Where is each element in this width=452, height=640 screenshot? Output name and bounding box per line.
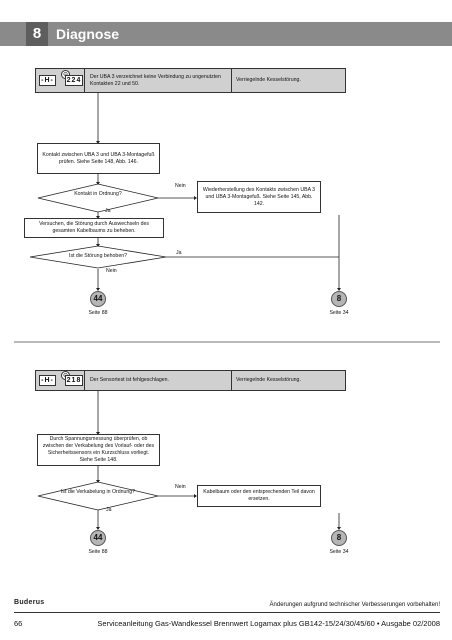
document-title: Serviceanleitung Gas-Wandkessel Brennwer… — [97, 619, 440, 628]
brand-logo: Buderus — [14, 599, 45, 606]
page-ref-label: Seite 88 — [88, 310, 108, 316]
branch-yes-label: Ja — [105, 208, 111, 214]
footer-divider — [14, 612, 440, 613]
decision-fixed-label: Ist die Störung behoben? — [69, 253, 127, 259]
display-code-right: 218 — [65, 375, 83, 386]
branch-no-label: Nein — [175, 183, 186, 189]
page-ref-circle[interactable]: 8 — [331, 530, 347, 546]
error-result: Verriegelnde Kesselstörung. — [236, 77, 301, 83]
error-description: Der Sensortest ist fehlgeschlagen. — [90, 377, 170, 383]
decision-diamond-wiring — [37, 481, 159, 511]
decision-contact-label: Kontakt in Ordnung? — [74, 191, 122, 197]
page-ref-circle[interactable]: 44 — [90, 530, 106, 546]
footer-note: Änderungen aufgrund technischer Verbesse… — [269, 602, 440, 608]
step-restore-contact: Wiederherstellung des Kontakts zwischen … — [197, 181, 321, 213]
error-description: Der UBA 3 verzeichnet keine Verbindung z… — [90, 73, 221, 87]
error-result: Verriegelnde Kesselstörung. — [236, 377, 301, 383]
chapter-title: Diagnose — [56, 26, 120, 42]
decision-diamond-fixed — [29, 245, 167, 269]
decision-wiring-label: Ist die Verkabelung in Ordnung? — [60, 489, 136, 495]
error-code-strip-1: -H- ⊖ 224 Der UBA 3 verzeichnet keine Ve… — [35, 68, 346, 93]
branch-yes-label: Ja — [176, 250, 182, 256]
display-code-right: 224 — [65, 75, 83, 86]
step-voltage-check: Durch Spannungsmessung überprüfen, ob zw… — [37, 434, 160, 466]
display-code-left: -H- — [39, 75, 56, 86]
branch-no-label: Nein — [175, 484, 186, 490]
branch-yes-label: Ja — [106, 507, 112, 513]
display-code-left: -H- — [39, 375, 56, 386]
error-code-strip-2: -H- ⊖ 218 Der Sensortest ist fehlgeschla… — [35, 370, 346, 391]
chapter-header-bar — [0, 22, 452, 46]
display-cell: -H- ⊖ 218 — [36, 371, 85, 390]
page-ref-circle[interactable]: 44 — [90, 291, 106, 307]
chapter-number: 8 — [26, 22, 48, 46]
step-check-contact: Kontakt zwischen UBA 3 und UBA 3-Montage… — [37, 143, 160, 174]
step-replace-wiring: Kabelbaum oder den entsprechenden Teil d… — [197, 485, 321, 507]
branch-no-label: Nein — [106, 268, 117, 274]
step-replace-harness: Versuchen, die Störung durch Auswechseln… — [24, 218, 164, 238]
display-cell: -H- ⊖ 224 — [36, 69, 85, 92]
page-ref-label: Seite 88 — [88, 549, 108, 555]
page-ref-label: Seite 34 — [329, 549, 349, 555]
page-ref-circle[interactable]: 8 — [331, 291, 347, 307]
decision-diamond-contact — [37, 183, 159, 213]
page-ref-label: Seite 34 — [329, 310, 349, 316]
page-number: 66 — [14, 619, 23, 628]
